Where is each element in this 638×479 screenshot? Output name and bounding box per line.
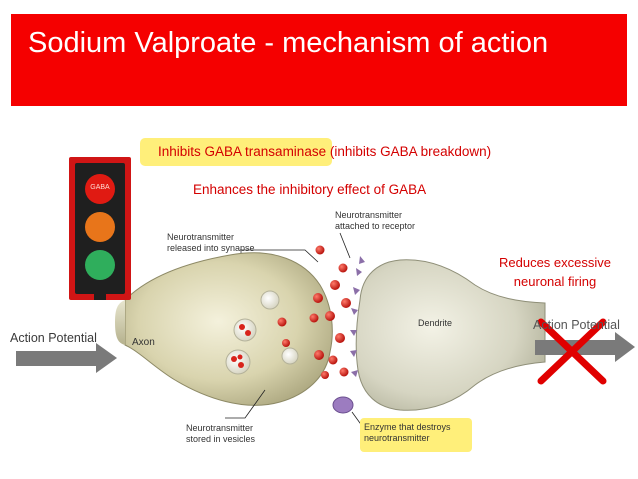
stored-line-1: Neurotransmitter xyxy=(186,423,254,433)
point-1-rest: se (inhibits GABA breakdown) xyxy=(311,144,492,159)
label-dendrite: Dendrite xyxy=(418,318,453,328)
axon-shape xyxy=(124,252,333,406)
label-axon: Axon xyxy=(132,337,155,348)
x-mark-icon xyxy=(537,318,607,385)
released-line-2: released into synapse xyxy=(167,243,255,253)
enzyme-label-box xyxy=(360,418,472,452)
receptor-sites xyxy=(350,256,365,377)
slide-title: Sodium Valproate - mechanism of action xyxy=(28,27,549,59)
label-attached-to-receptor: Neurotransmitter attached to receptor xyxy=(335,210,415,232)
stored-line-2: stored in vesicles xyxy=(186,434,256,444)
attached-line-1: Neurotransmitter xyxy=(335,210,403,220)
highlight-transaminase xyxy=(140,138,332,166)
right-arrow-head xyxy=(615,332,635,362)
point-1-highlighted-part: Inhibits GABA transamina xyxy=(158,144,312,159)
title-bar xyxy=(11,14,627,106)
point-inhibits-gaba-transaminase: Inhibits GABA transaminase (inhibits GAB… xyxy=(158,144,491,159)
vesicle-group xyxy=(225,290,299,375)
enzyme-line-1: Enzyme that destroys xyxy=(364,422,451,432)
enzyme-shape xyxy=(332,396,354,414)
action-potential-right-label: Action Potential xyxy=(533,318,620,332)
traffic-light-red-label: GABA xyxy=(90,184,110,191)
left-arrow-head xyxy=(96,343,117,373)
label-stored-in-vesicles: Neurotransmitter stored in vesicles xyxy=(186,423,255,445)
point-enhances-inhibitory-effect: Enhances the inhibitory effect of GABA xyxy=(193,182,427,197)
attached-line-2: attached to receptor xyxy=(335,221,416,231)
action-potential-left-label: Action Potential xyxy=(10,331,97,345)
enzyme-line-2: neurotransmitter xyxy=(364,433,430,443)
point-3-line-1: Reduces excessive xyxy=(499,255,611,270)
point-3-line-2: neuronal firing xyxy=(513,274,597,289)
released-line-1: Neurotransmitter xyxy=(167,232,235,242)
label-enzyme-destroys-neurotransmitter: Enzyme that destroys neurotransmitter xyxy=(364,422,451,444)
neurotransmitter-particles xyxy=(277,245,351,379)
label-released-into-synapse: Neurotransmitter released into synapse xyxy=(167,232,255,254)
point-reduces-neuronal-firing: Reduces excessive neuronal firing xyxy=(499,253,611,291)
left-arrow-shaft xyxy=(16,351,98,366)
vesicle-neurotransmitters xyxy=(231,324,251,368)
axon-tail xyxy=(115,300,125,345)
pointer-lines xyxy=(225,232,366,431)
traffic-light-icon xyxy=(69,157,131,300)
dendrite-shape xyxy=(355,259,546,411)
